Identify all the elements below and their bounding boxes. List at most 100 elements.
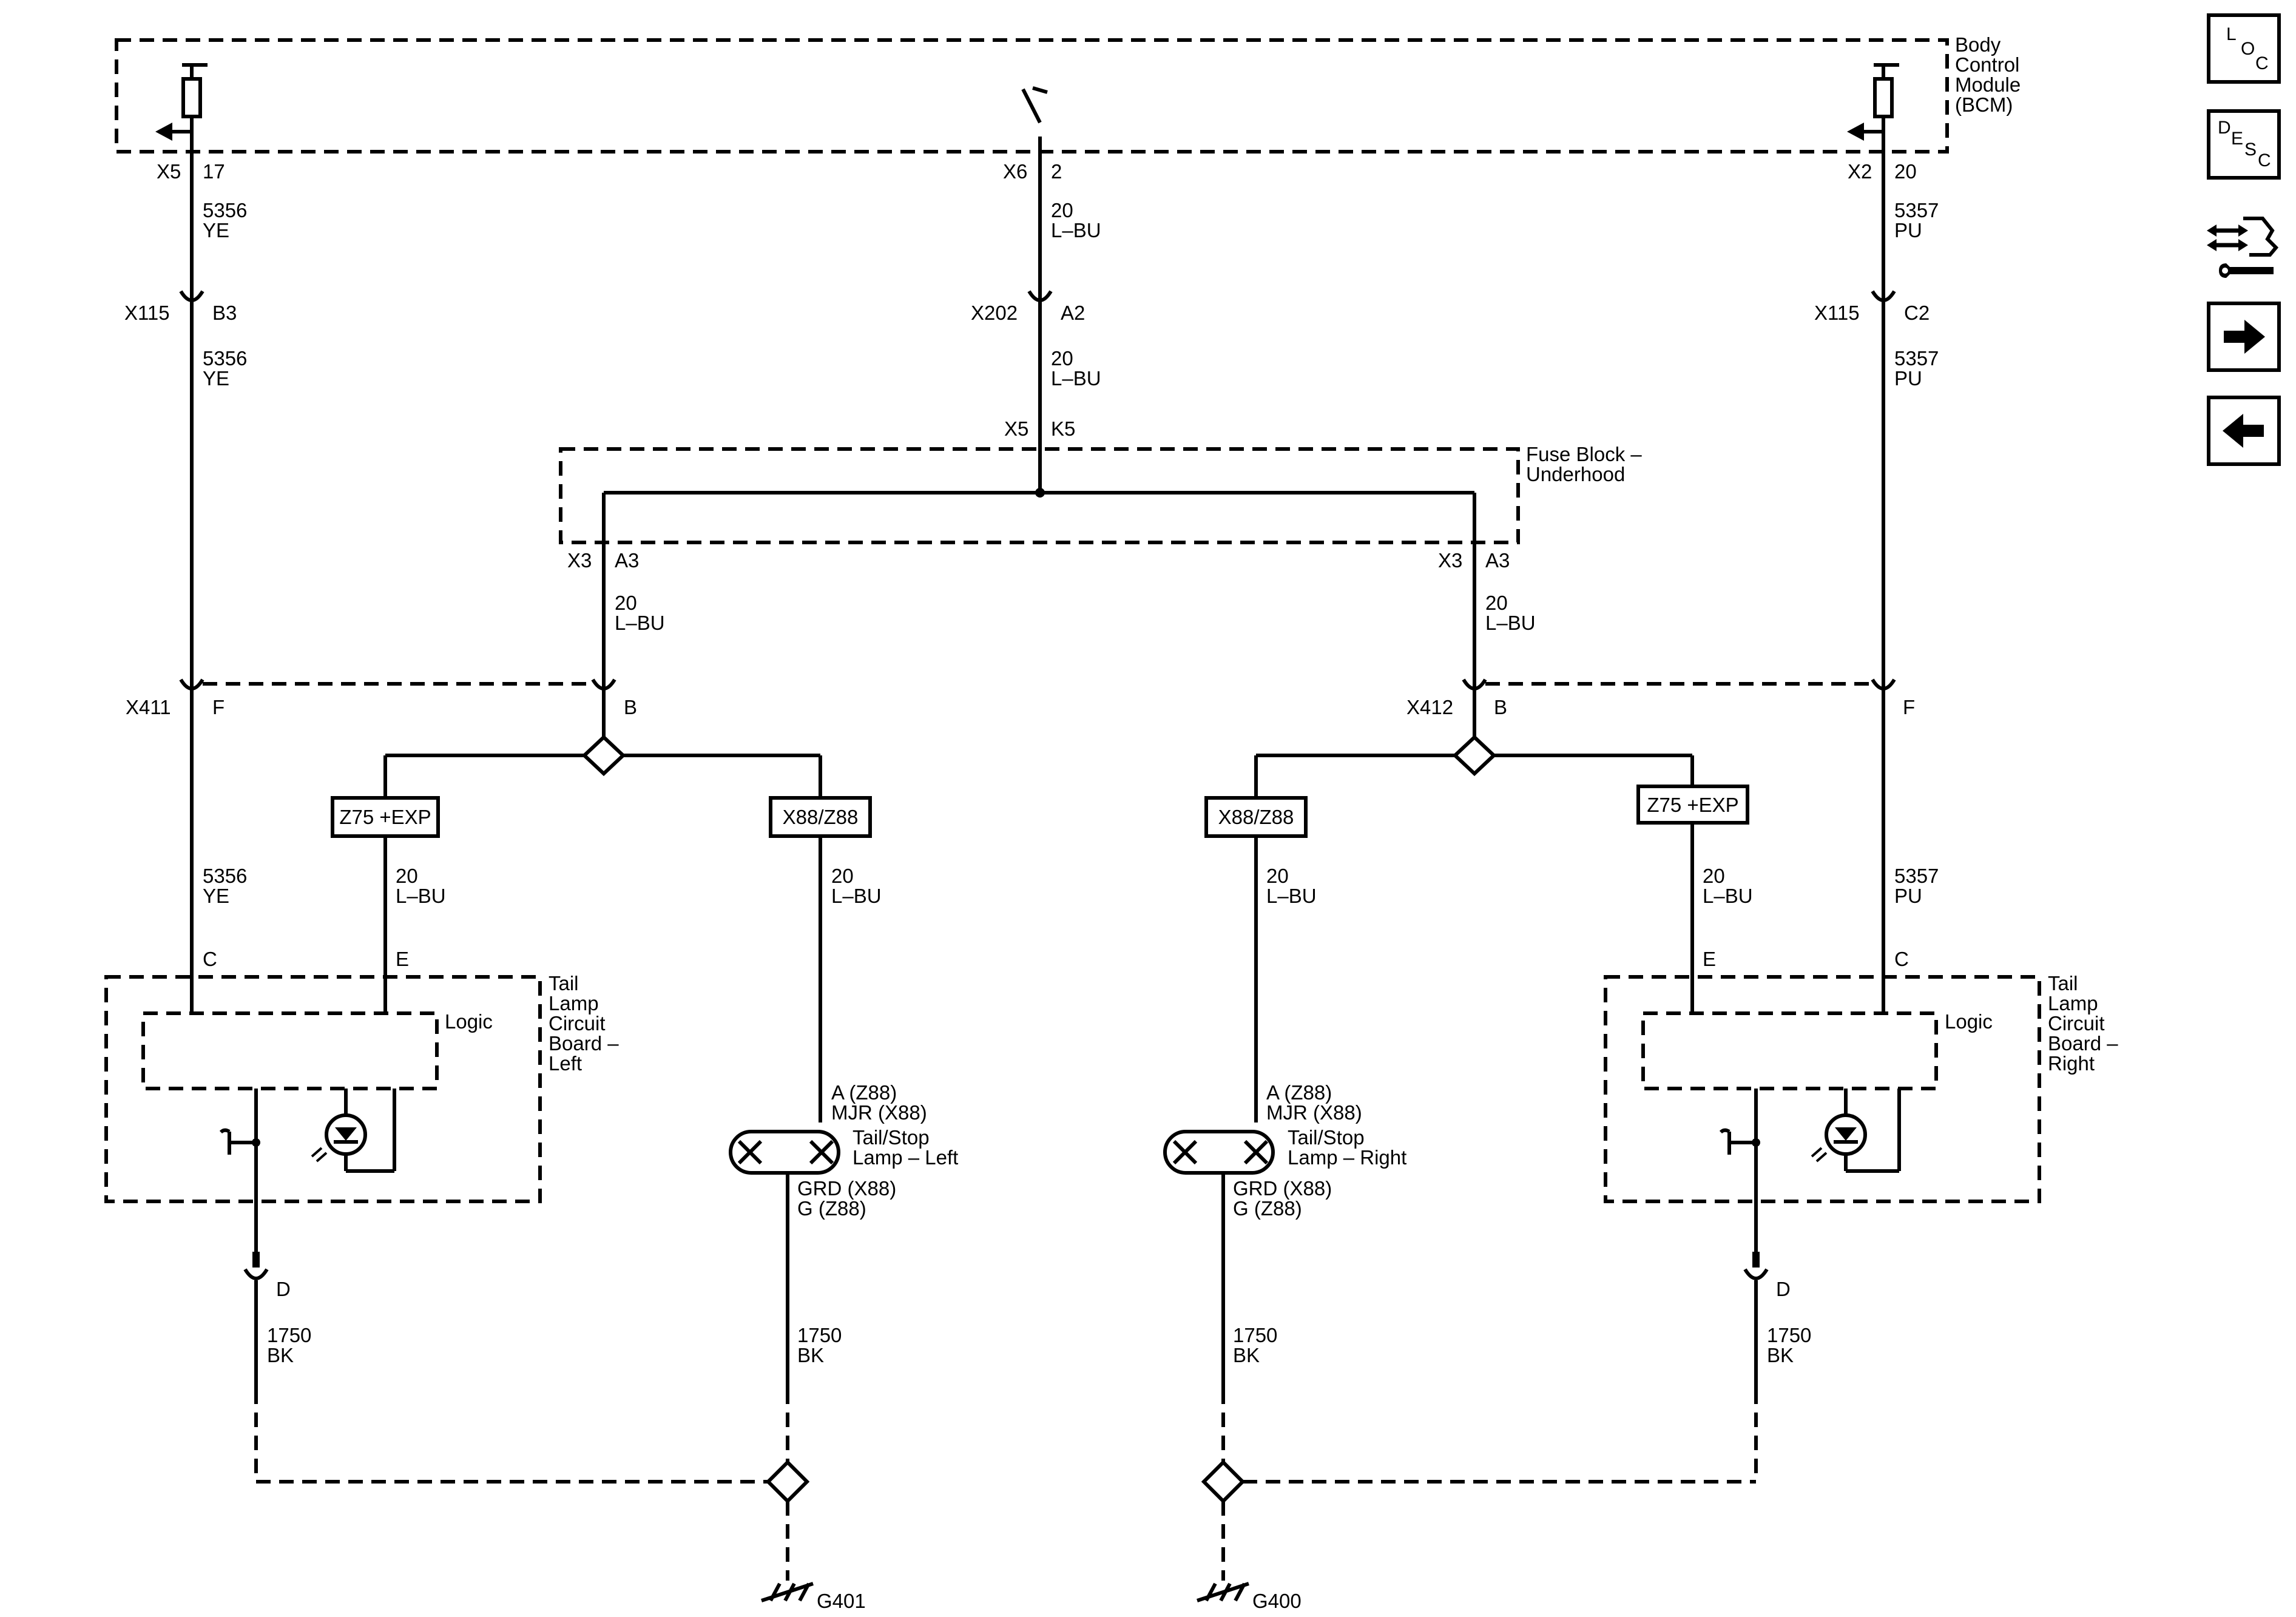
wire-20-color-3: L–BU xyxy=(615,612,665,634)
loc-letter-c: C xyxy=(2255,53,2269,73)
wire-5357-color-3: PU xyxy=(1894,885,1922,907)
wire-1750-circuit-2: 1750 xyxy=(797,1324,842,1346)
lamp-right-name-1: Tail/Stop xyxy=(1288,1126,1365,1149)
logic-left-label: Logic xyxy=(445,1010,493,1033)
lamp-right-pin-a-1: A (Z88) xyxy=(1266,1081,1332,1104)
tail-board-right-label-3: Circuit xyxy=(2048,1012,2105,1035)
wire-5356-color-1: YE xyxy=(203,219,229,241)
tail-board-right-label-5: Right xyxy=(2048,1052,2095,1075)
lamp-right-pin-g-2: G (Z88) xyxy=(1233,1197,1302,1220)
wire-1750-circuit-1: 1750 xyxy=(267,1324,311,1346)
tail-board-left-outline xyxy=(104,975,542,1203)
option-x88-right: X88/Z88 xyxy=(1218,806,1294,828)
bcm-output-right xyxy=(1847,63,1899,152)
fuse-block-label-1: Fuse Block – xyxy=(1526,443,1642,465)
wire-5356-color-3: YE xyxy=(203,885,229,907)
tail-board-left-label-2: Lamp xyxy=(549,992,599,1014)
board-internals-left xyxy=(219,1089,396,1265)
lamp-left-name-2: Lamp – Left xyxy=(853,1146,958,1169)
ground-symbol-g401 xyxy=(761,1582,814,1602)
pin-k5: K5 xyxy=(1051,417,1075,440)
lamp-right-pin-a-2: MJR (X88) xyxy=(1266,1101,1362,1124)
bcm-output-left xyxy=(155,63,208,152)
location-button[interactable]: L O C xyxy=(2207,13,2281,84)
wire-20-gauge-4: 20 xyxy=(1485,592,1508,614)
lamp-left-pin-g-2: G (Z88) xyxy=(797,1197,866,1220)
splice-dot xyxy=(1035,488,1045,498)
option-z75-right: Z75 +EXP xyxy=(1647,794,1738,816)
pin-d-left: D xyxy=(276,1278,291,1300)
pin-f-left: F xyxy=(212,696,225,718)
logic-right-label: Logic xyxy=(1945,1010,1993,1033)
wire-20-color-7: L–BU xyxy=(1266,885,1317,907)
option-box-x88-right xyxy=(1204,796,1308,838)
fuse-block-label-2: Underhood xyxy=(1526,463,1625,485)
bcm-switch xyxy=(1021,86,1048,152)
wire-20-color-6: L–BU xyxy=(831,885,882,907)
logic-right-outline xyxy=(1641,1011,1938,1090)
wire-20-color-4: L–BU xyxy=(1485,612,1536,634)
wire-1750-circuit-3: 1750 xyxy=(1233,1324,1277,1346)
ground-g400-label: G400 xyxy=(1252,1590,1302,1612)
connector-x115-right xyxy=(1871,267,1896,302)
fuse-block-outline xyxy=(559,447,1520,544)
wire-1750-color-1: BK xyxy=(267,1344,294,1366)
logic-left-outline xyxy=(141,1011,439,1090)
pin-a3-right: A3 xyxy=(1485,549,1510,572)
arrow-right-icon xyxy=(2224,320,2265,354)
wire-20-color-2: L–BU xyxy=(1051,367,1101,390)
lamp-left-pin-a-1: A (Z88) xyxy=(831,1081,897,1104)
wire-20-gauge-2: 20 xyxy=(1051,347,1073,370)
pin-c-right: C xyxy=(1894,948,1909,970)
loc-icon: L O C xyxy=(2226,24,2269,73)
wire-5356-color-2: YE xyxy=(203,367,229,390)
option-box-z75-left xyxy=(331,796,440,838)
bcm-label-1: Body xyxy=(1955,33,2001,56)
lamp-right-pin-g-1: GRD (X88) xyxy=(1233,1177,1332,1200)
wire-20-gauge-7: 20 xyxy=(1266,865,1289,887)
connector-wrench-icon xyxy=(2207,217,2279,278)
wire-5357-color-2: PU xyxy=(1894,367,1922,390)
wire-20-color-8: L–BU xyxy=(1703,885,1753,907)
conn-x6: X6 xyxy=(1003,160,1027,183)
pin-2: 2 xyxy=(1051,160,1062,183)
connector-x202 xyxy=(1027,267,1053,302)
pin-20: 20 xyxy=(1894,160,1917,183)
bcm-outline xyxy=(115,38,1949,154)
tail-board-left-label-5: Left xyxy=(549,1052,582,1075)
connector-tool-button[interactable] xyxy=(2207,212,2281,285)
wire-5357-circuit-1: 5357 xyxy=(1894,199,1939,221)
wire-1750-circuit-4: 1750 xyxy=(1767,1324,1811,1346)
tail-board-left-label-3: Circuit xyxy=(549,1012,606,1035)
splice-right xyxy=(1452,734,1497,777)
tail-board-right-outline xyxy=(1604,975,2041,1203)
connector-x115-left xyxy=(179,267,204,316)
wire-20-gauge-6: 20 xyxy=(831,865,854,887)
desc-icon: D E S C xyxy=(2218,118,2271,170)
wire-5357-circuit-3: 5357 xyxy=(1894,865,1939,887)
pin-17: 17 xyxy=(203,160,225,183)
ground-symbol-g400 xyxy=(1197,1582,1249,1602)
next-button[interactable] xyxy=(2207,302,2281,372)
conn-x3-left: X3 xyxy=(567,549,592,572)
bcm-label-4: (BCM) xyxy=(1955,93,2013,116)
conn-x2: X2 xyxy=(1848,160,1872,183)
wire-5356-circuit-2: 5356 xyxy=(203,347,247,370)
arrow-left-icon xyxy=(2223,414,2264,448)
previous-button[interactable] xyxy=(2207,396,2281,466)
ground-path-right xyxy=(1201,1389,1758,1581)
tail-board-right-label-4: Board – xyxy=(2048,1032,2118,1055)
wire-20-gauge-3: 20 xyxy=(615,592,637,614)
option-z75-left: Z75 +EXP xyxy=(339,806,431,828)
connector-x411 xyxy=(179,678,616,690)
wire-20-color-1: L–BU xyxy=(1051,219,1101,241)
wire-1750-color-4: BK xyxy=(1767,1344,1794,1366)
connector-x412 xyxy=(1462,678,1896,690)
tail-stop-lamp-left xyxy=(729,1130,840,1175)
description-button[interactable]: D E S C xyxy=(2207,109,2281,180)
option-x88-left: X88/Z88 xyxy=(783,806,859,828)
lamp-left-pin-a-2: MJR (X88) xyxy=(831,1101,927,1124)
pin-c2: C2 xyxy=(1904,302,1930,324)
wire-5357-color-1: PU xyxy=(1894,219,1922,241)
